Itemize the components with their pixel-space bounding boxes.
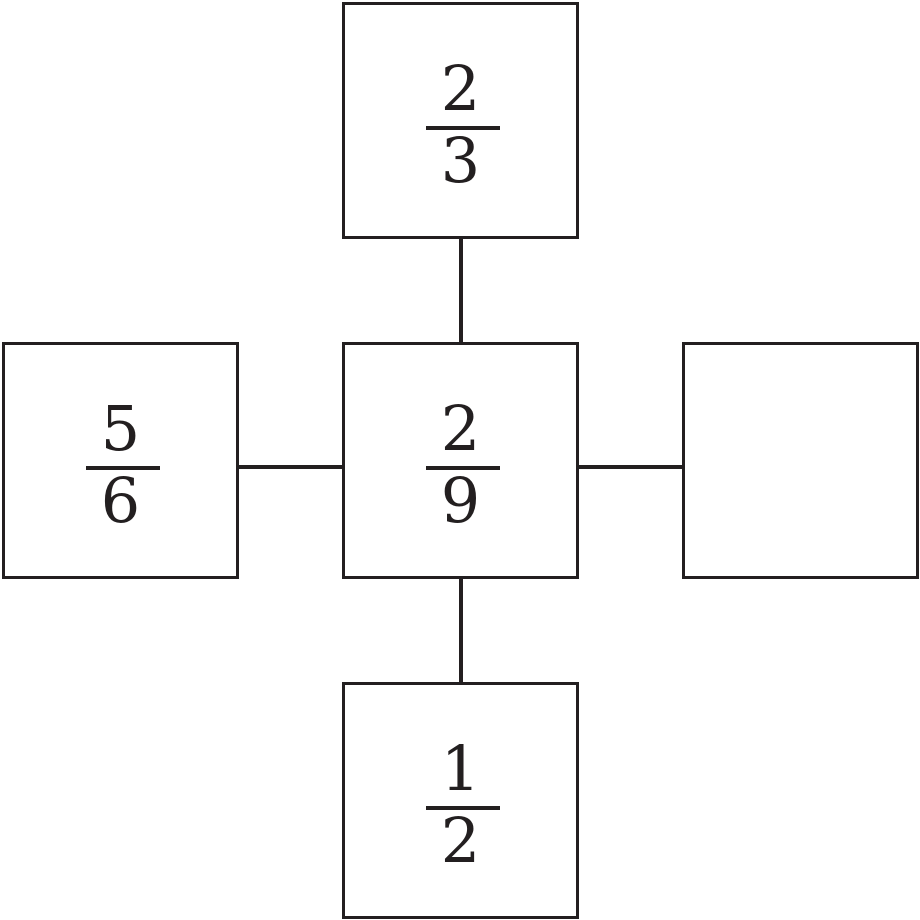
box-bottom: 1 2	[342, 682, 579, 919]
fraction-top: 2 3	[345, 5, 576, 236]
denominator-bottom: 2	[440, 804, 481, 877]
fraction-bar-top	[426, 126, 500, 130]
fraction-right	[685, 345, 916, 576]
denominator-left: 6	[100, 464, 141, 537]
box-left: 5 6	[2, 342, 239, 579]
box-center: 2 9	[342, 342, 579, 579]
numerator-bottom: 1	[440, 732, 481, 805]
box-top: 2 3	[342, 2, 579, 239]
connector-top	[459, 237, 463, 343]
fraction-bar-center	[426, 466, 500, 470]
connector-right	[577, 465, 683, 469]
fraction-bar-left	[86, 466, 160, 470]
denominator-top: 3	[440, 124, 481, 197]
denominator-center: 9	[440, 464, 481, 537]
fraction-center: 2 9	[345, 345, 576, 576]
numerator-left: 5	[100, 392, 141, 465]
connector-left	[237, 465, 343, 469]
numerator-top: 2	[440, 52, 481, 125]
connector-bottom	[459, 577, 463, 684]
fraction-bottom: 1 2	[345, 685, 576, 916]
fraction-bar-bottom	[426, 806, 500, 810]
numerator-center: 2	[440, 392, 481, 465]
box-right-empty	[682, 342, 919, 579]
fraction-left: 5 6	[5, 345, 236, 576]
